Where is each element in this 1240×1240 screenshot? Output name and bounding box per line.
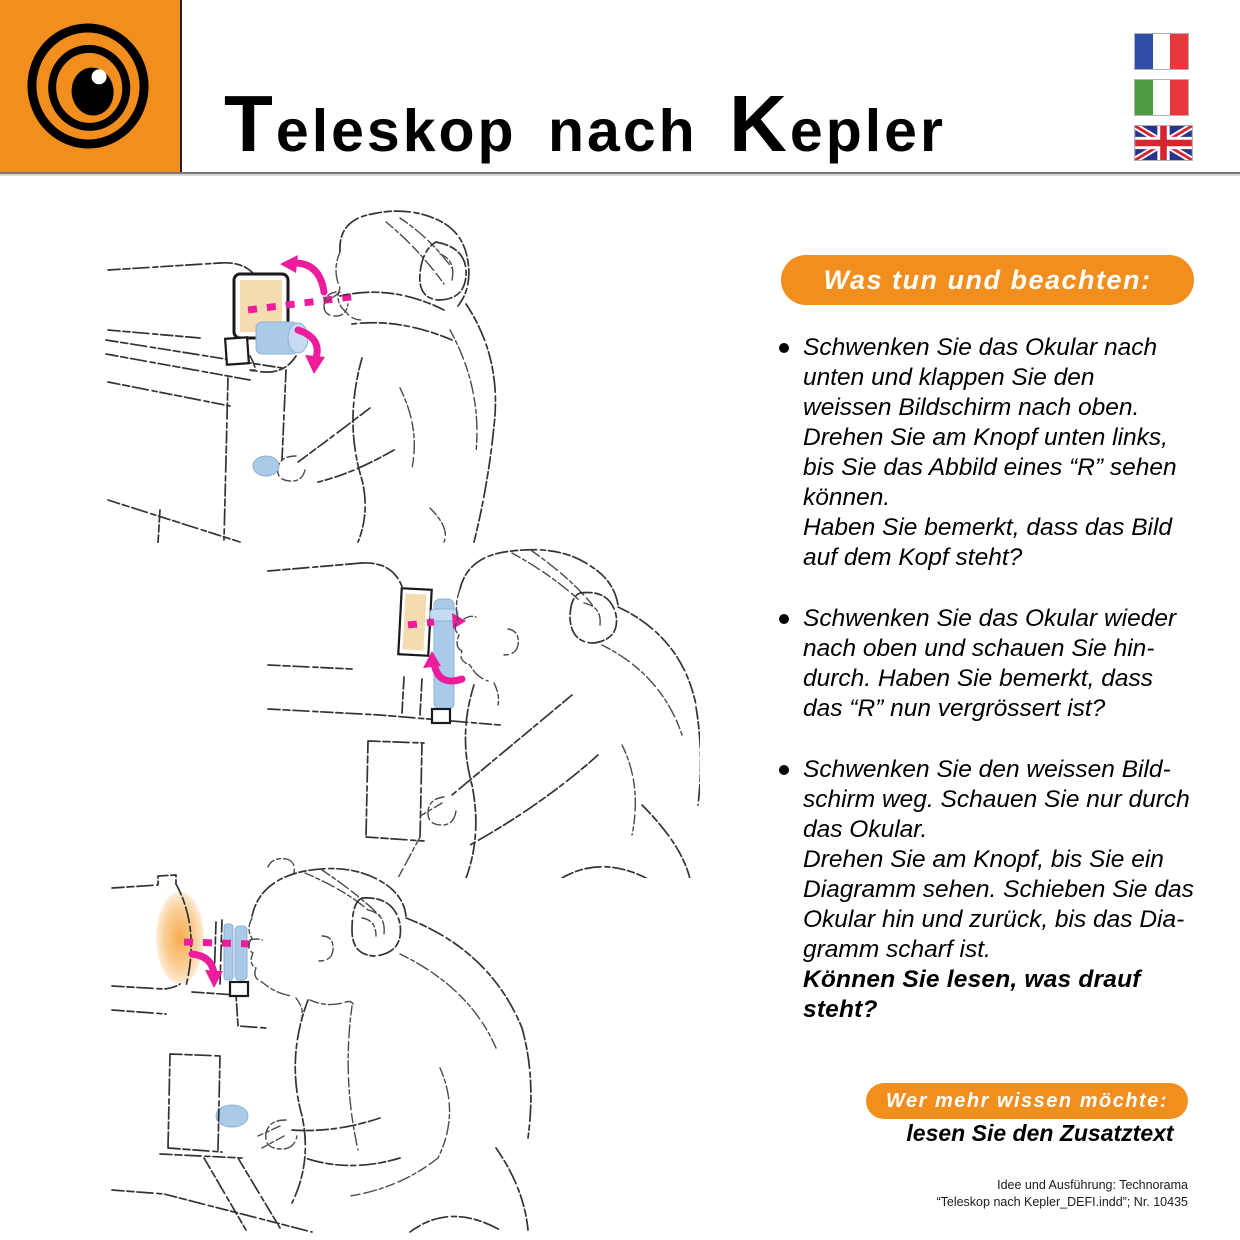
title-text: eleskop nach	[275, 98, 698, 164]
technorama-logo-box	[0, 0, 180, 172]
title-initial: T	[224, 79, 276, 168]
header-rule	[0, 172, 1240, 174]
eyepiece-eyecup	[429, 608, 459, 622]
eyepiece-bracket	[228, 980, 250, 998]
what-to-do-heading: Was tun und beachten:	[781, 255, 1194, 305]
flag-stripe	[1170, 80, 1189, 115]
eyepiece-blue	[234, 925, 248, 981]
eyepiece-bracket	[430, 707, 452, 725]
credit-line-1: Idee und Ausführung: Technorama	[997, 1178, 1188, 1192]
flag-stripe	[1135, 80, 1153, 115]
bullet-dot	[779, 765, 789, 775]
title-text: epler	[789, 98, 946, 164]
flag-stripe	[1152, 34, 1171, 69]
header-vertical-divider	[180, 0, 182, 172]
instruction-bullet: Schwenken Sie den weissen Bild-schirm we…	[777, 755, 1217, 1025]
flag-stripe	[1152, 80, 1171, 115]
bullet-text-segment: Schwenken Sie den weissen Bild-schirm we…	[803, 756, 1194, 963]
focus-knob-blue	[252, 455, 280, 477]
header-rule-shadow	[0, 174, 1240, 176]
illustration-step1-eyepiece-down	[105, 210, 497, 543]
telescope-light-glow	[156, 892, 204, 984]
swivel-arrow-up	[292, 259, 328, 296]
more-info-heading: Wer mehr wissen möchte:	[866, 1083, 1188, 1119]
bullet-dot	[779, 614, 789, 624]
focus-knob-blue	[215, 1104, 249, 1128]
flag-uk	[1134, 125, 1193, 161]
union-jack-icon	[1135, 126, 1192, 160]
illustration-step3-focus-diagram	[111, 867, 532, 1233]
eyepiece-blue	[223, 923, 234, 981]
more-info-note: lesen Sie den Zusatztext	[906, 1120, 1174, 1146]
swivel-arrow-up-left	[430, 659, 466, 685]
flag-france	[1134, 33, 1189, 70]
credits: Idee und Ausführung: Technorama “Telesko…	[936, 1177, 1188, 1211]
bullet-text: Schwenken Sie den weissen Bild-schirm we…	[803, 755, 1194, 1025]
language-flags	[1134, 33, 1194, 170]
bullet-dot	[779, 343, 789, 353]
flag-stripe	[1135, 34, 1153, 69]
flag-stripe	[1170, 34, 1189, 69]
screen-bracket	[223, 336, 251, 366]
page-title: Teleskop nach Kepler	[224, 78, 946, 170]
technorama-eye-target-logo	[27, 23, 149, 149]
sightline-dashed	[407, 618, 435, 629]
credit-line-2: “Teleskop nach Kepler_DEFI.indd”; Nr. 10…	[936, 1195, 1188, 1209]
illustration-step2-look-through	[267, 548, 700, 878]
swivel-arrow-down	[294, 326, 321, 362]
flag-italy	[1134, 79, 1189, 116]
title-initial: K	[729, 79, 790, 168]
